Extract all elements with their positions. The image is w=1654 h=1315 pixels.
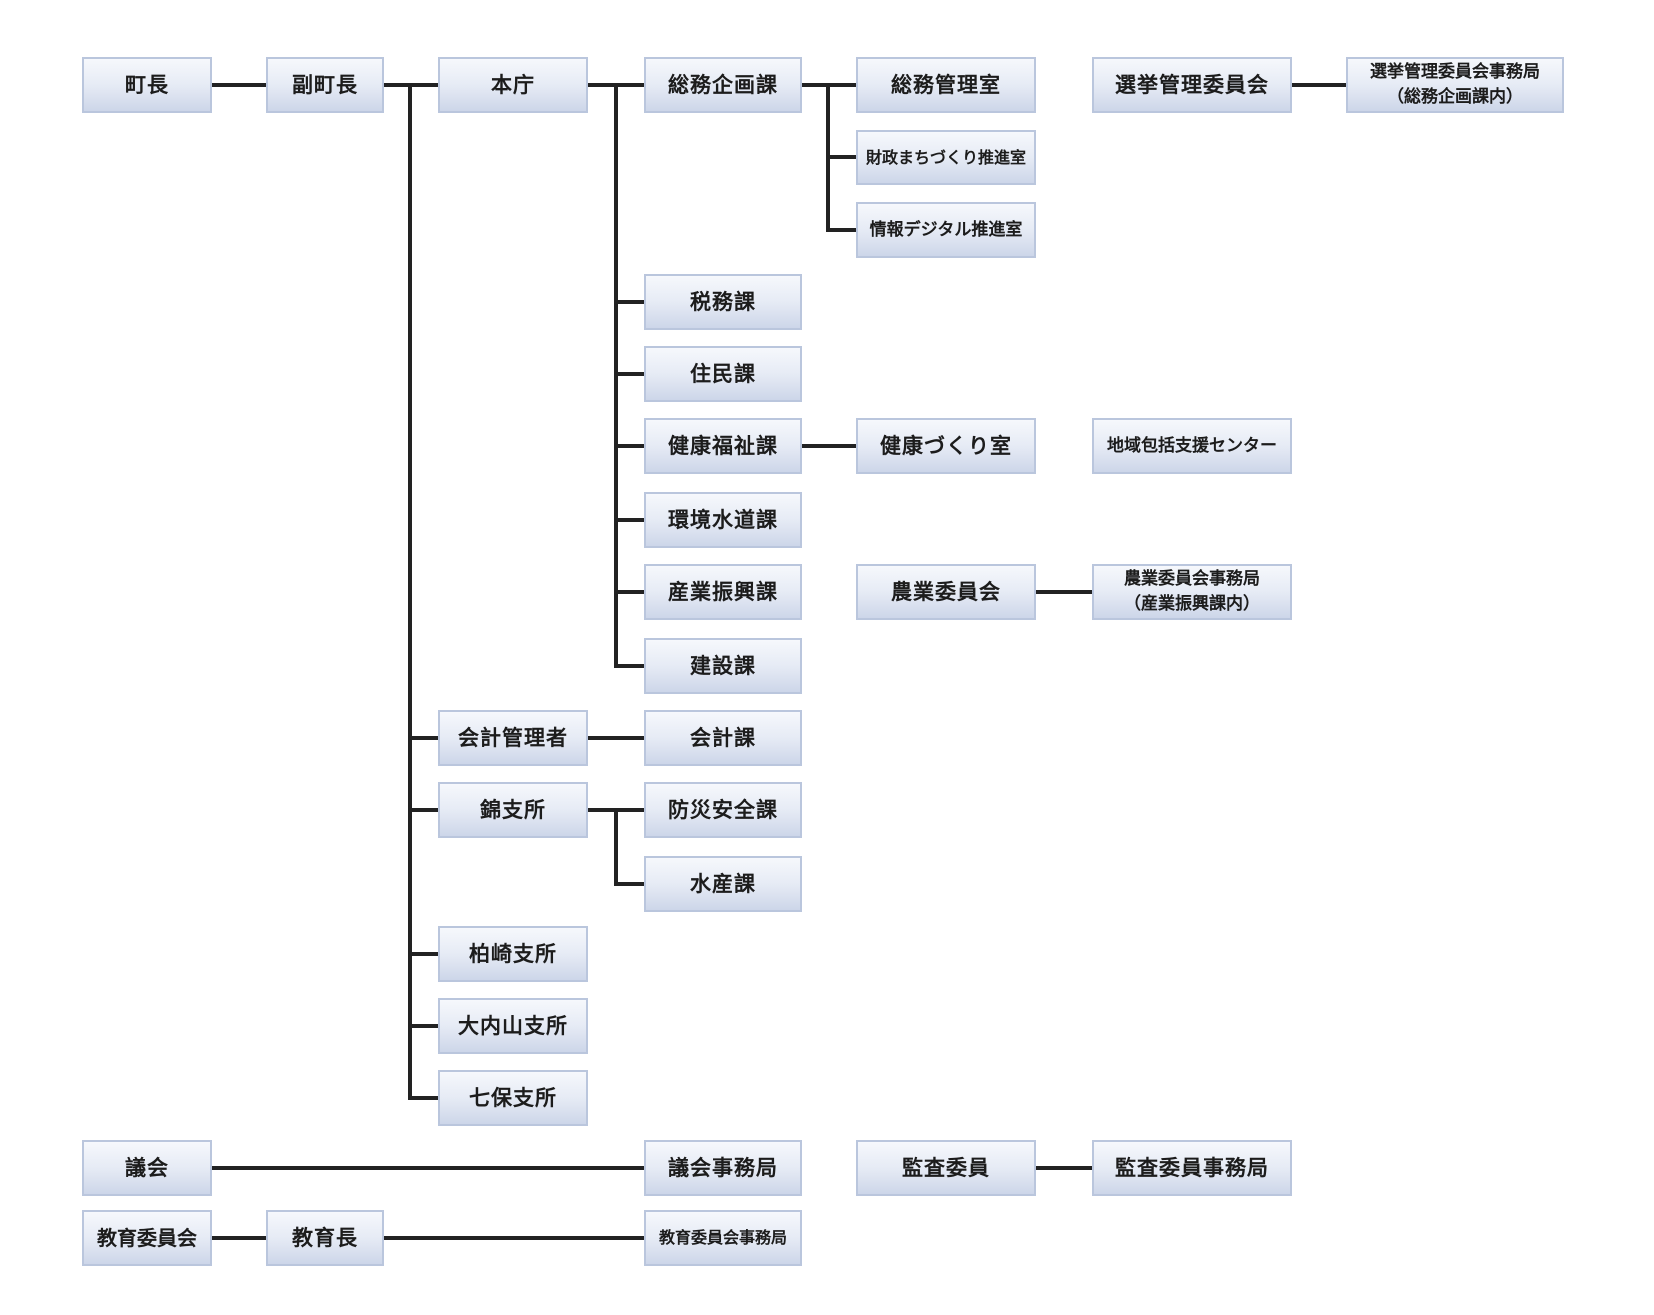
label-ouchiyama-branch: 大内山支所 xyxy=(458,1013,568,1038)
label-election-office-line1: 選挙管理委員会事務局 xyxy=(1370,61,1540,82)
label-health-welfare: 健康福祉課 xyxy=(668,433,778,458)
box-finance-town-dev: 財政まちづくり推進室 xyxy=(856,130,1036,185)
label-general-affairs-planning: 総務企画課 xyxy=(668,72,778,97)
label-superintendent: 教育長 xyxy=(292,1225,358,1250)
box-agri-office: 農業委員会事務局 （産業振興課内） xyxy=(1092,564,1292,620)
box-audit-office: 監査委員事務局 xyxy=(1092,1140,1292,1196)
box-nanaho-branch: 七保支所 xyxy=(438,1070,588,1126)
label-main-office: 本庁 xyxy=(491,72,535,97)
label-info-digital: 情報デジタル推進室 xyxy=(869,219,1023,240)
label-mayor: 町長 xyxy=(125,72,169,97)
box-accounting-manager: 会計管理者 xyxy=(438,710,588,766)
box-mayor: 町長 xyxy=(82,57,212,113)
box-tax: 税務課 xyxy=(644,274,802,330)
label-assembly-office: 議会事務局 xyxy=(668,1155,778,1180)
box-election-office: 選挙管理委員会事務局 （総務企画課内） xyxy=(1346,57,1564,113)
label-audit-office: 監査委員事務局 xyxy=(1115,1155,1269,1180)
box-ouchiyama-branch: 大内山支所 xyxy=(438,998,588,1054)
label-education-board: 教育委員会 xyxy=(97,1225,197,1250)
box-education-board: 教育委員会 xyxy=(82,1210,212,1266)
label-nishiki-branch: 錦支所 xyxy=(480,797,546,822)
box-fisheries: 水産課 xyxy=(644,856,802,912)
label-residents: 住民課 xyxy=(690,361,756,386)
label-environment-water: 環境水道課 xyxy=(668,507,778,532)
label-audit-committee: 監査委員 xyxy=(902,1155,990,1180)
box-deputy-mayor: 副町長 xyxy=(266,57,384,113)
box-residents: 住民課 xyxy=(644,346,802,402)
box-general-affairs-mgmt: 総務管理室 xyxy=(856,57,1036,113)
box-info-digital: 情報デジタル推進室 xyxy=(856,202,1036,258)
box-superintendent: 教育長 xyxy=(266,1210,384,1266)
box-main-office: 本庁 xyxy=(438,57,588,113)
box-assembly-office: 議会事務局 xyxy=(644,1140,802,1196)
box-community-support-center: 地域包括支援センター xyxy=(1092,418,1292,474)
label-assembly: 議会 xyxy=(125,1155,169,1180)
box-agriculture-committee: 農業委員会 xyxy=(856,564,1036,620)
box-industry-promotion: 産業振興課 xyxy=(644,564,802,620)
box-disaster-safety: 防災安全課 xyxy=(644,782,802,838)
label-tax: 税務課 xyxy=(690,289,756,314)
box-health-welfare: 健康福祉課 xyxy=(644,418,802,474)
label-agri-office-line1: 農業委員会事務局 xyxy=(1124,568,1260,589)
box-nishiki-branch: 錦支所 xyxy=(438,782,588,838)
label-agriculture-committee: 農業委員会 xyxy=(891,579,1001,604)
label-kashiwazaki-branch: 柏崎支所 xyxy=(469,941,557,966)
box-audit-committee: 監査委員 xyxy=(856,1140,1036,1196)
box-health-promotion: 健康づくり室 xyxy=(856,418,1036,474)
label-deputy-mayor: 副町長 xyxy=(292,72,358,97)
label-agri-office-line2: （産業振興課内） xyxy=(1124,594,1260,614)
box-assembly: 議会 xyxy=(82,1140,212,1196)
label-fisheries: 水産課 xyxy=(690,871,756,896)
label-disaster-safety: 防災安全課 xyxy=(668,797,778,822)
box-kashiwazaki-branch: 柏崎支所 xyxy=(438,926,588,982)
label-accounting-manager: 会計管理者 xyxy=(458,725,568,750)
box-election-committee: 選挙管理委員会 xyxy=(1092,57,1292,113)
label-accounting: 会計課 xyxy=(690,725,756,750)
label-general-affairs-mgmt: 総務管理室 xyxy=(891,72,1001,97)
box-accounting: 会計課 xyxy=(644,710,802,766)
box-environment-water: 環境水道課 xyxy=(644,492,802,548)
label-election-office-line2: （総務企画課内） xyxy=(1387,87,1523,107)
box-education-office: 教育委員会事務局 xyxy=(644,1210,802,1266)
box-general-affairs-planning: 総務企画課 xyxy=(644,57,802,113)
label-election-committee: 選挙管理委員会 xyxy=(1115,72,1269,97)
label-industry-promotion: 産業振興課 xyxy=(668,579,778,604)
label-nanaho-branch: 七保支所 xyxy=(469,1085,557,1110)
label-health-promotion: 健康づくり室 xyxy=(880,433,1012,458)
box-construction: 建設課 xyxy=(644,638,802,694)
label-finance-town-dev: 財政まちづくり推進室 xyxy=(865,147,1026,167)
label-community-support-center: 地域包括支援センター xyxy=(1107,435,1277,456)
label-construction: 建設課 xyxy=(690,653,756,678)
label-education-office: 教育委員会事務局 xyxy=(658,1228,787,1248)
